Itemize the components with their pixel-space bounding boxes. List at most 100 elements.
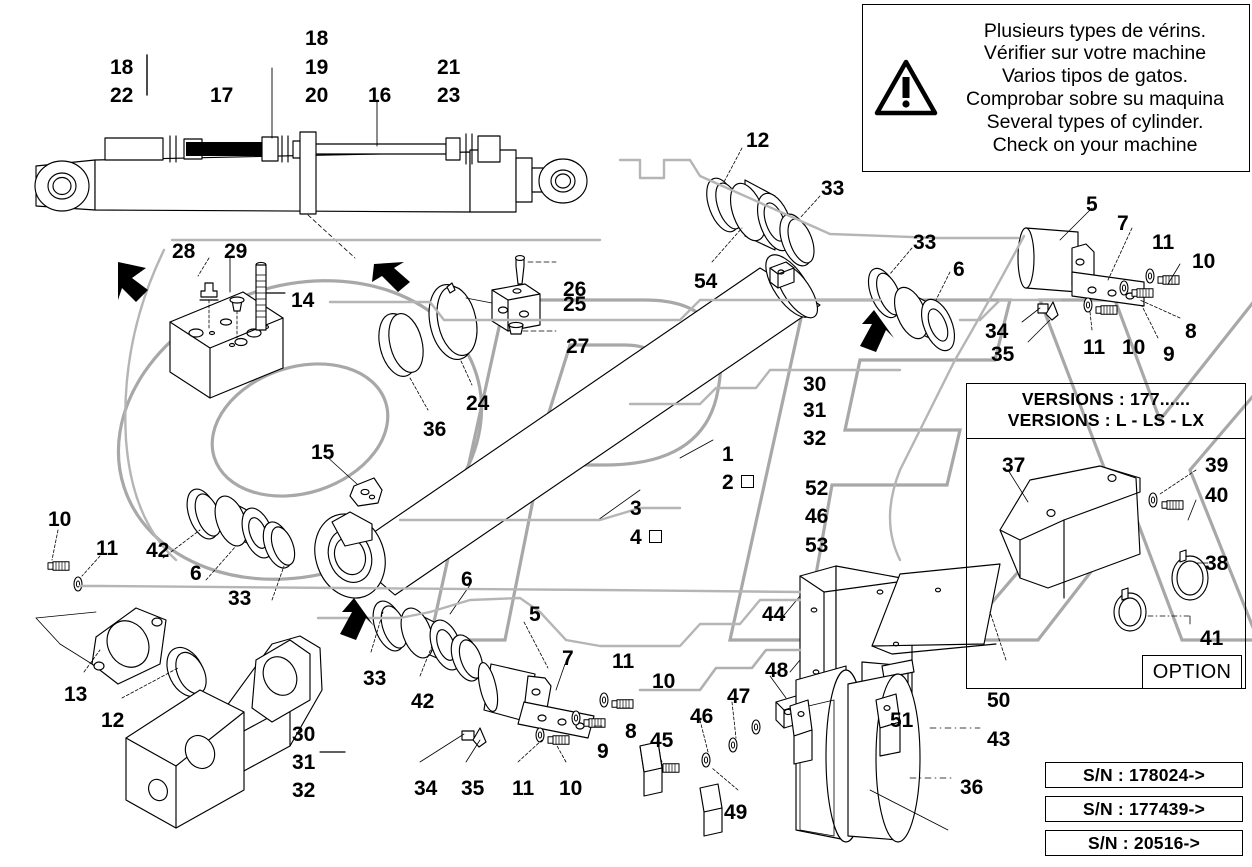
- clamp-and-valve-block: [378, 255, 557, 411]
- callout-number-33: 33: [913, 231, 937, 254]
- callout-number-5: 5: [1086, 193, 1098, 216]
- warning-line-1: Plusieurs types de vérins.: [983, 19, 1207, 42]
- callout-number-9: 9: [597, 740, 609, 763]
- callout-number-31: 31: [803, 399, 827, 422]
- callout-number-42: 42: [411, 690, 435, 713]
- callout-number-35: 35: [991, 343, 1015, 366]
- arrow-up-icon-bottom: [340, 598, 374, 640]
- callout-number-26: 26: [563, 278, 587, 301]
- callout-number-34: 34: [985, 320, 1009, 343]
- callout-number-37: 37: [1002, 454, 1026, 477]
- callout-number-48: 48: [765, 659, 789, 682]
- callout-number-28: 28: [172, 240, 196, 263]
- callout-number-40: 40: [1205, 484, 1229, 507]
- callout-number-41: 41: [1200, 627, 1224, 650]
- callout-number-33: 33: [363, 667, 387, 690]
- callout-number-17: 17: [210, 84, 234, 107]
- serial-number-box-3: S/N : 20516->: [1045, 830, 1243, 856]
- callout-number-50: 50: [987, 689, 1011, 712]
- callout-number-11: 11: [612, 650, 635, 673]
- callout-number-44: 44: [762, 603, 786, 626]
- callout-number-10: 10: [48, 508, 72, 531]
- callout-number-18: 18: [110, 56, 134, 79]
- callout-number-46: 46: [805, 505, 829, 528]
- callout-number-6: 6: [953, 258, 965, 281]
- accumulator-mount-assembly: [638, 563, 1007, 843]
- callout-number-10: 10: [1192, 250, 1216, 273]
- versions-option-box: VERSIONS : 177...... VERSIONS : L - LS -…: [966, 383, 1246, 689]
- callout-number-23: 23: [437, 84, 461, 107]
- callout-number-53: 53: [805, 534, 829, 557]
- callout-number-32: 32: [292, 779, 316, 802]
- callout-number-12: 12: [101, 709, 125, 732]
- callout-number-15: 15: [311, 441, 335, 464]
- callout-number-35: 35: [461, 777, 485, 800]
- callout-number-43: 43: [987, 728, 1011, 751]
- callout-number-54: 54: [694, 270, 718, 293]
- callout-number-21: 21: [437, 56, 461, 79]
- callout-number-45: 45: [650, 729, 674, 752]
- main-cylinder-body: [314, 254, 821, 599]
- callout-number-14: 14: [291, 289, 315, 312]
- callout-number-22: 22: [110, 84, 134, 107]
- callout-number-18: 18: [305, 27, 329, 50]
- direction-arrows: [118, 262, 894, 640]
- serial-number-box-2: S/N : 177439->: [1045, 796, 1243, 822]
- callout-number-29: 29: [224, 240, 248, 263]
- versions-line-1: VERSIONS : 177......: [1021, 389, 1191, 409]
- option-label-box: OPTION: [1142, 655, 1242, 689]
- versions-line-2: VERSIONS : L - LS - LX: [1007, 410, 1205, 431]
- callout-number-10: 10: [652, 670, 676, 693]
- callout-number-33: 33: [821, 177, 845, 200]
- callout-number-2: 2: [722, 472, 754, 493]
- callout-number-31: 31: [292, 751, 316, 774]
- callout-number-51: 51: [890, 709, 914, 732]
- manifold-block-assembly: [169, 257, 286, 399]
- arrow-down-left-icon: [118, 262, 148, 302]
- callout-number-36: 36: [423, 418, 447, 441]
- callout-number-25: 25: [563, 293, 587, 316]
- callout-number-12: 12: [746, 129, 770, 152]
- callout-number-27: 27: [566, 335, 590, 358]
- arrow-down-right-icon: [372, 262, 410, 292]
- callout-number-24: 24: [466, 392, 490, 415]
- callout-number-11: 11: [1152, 231, 1175, 254]
- callout-number-11: 11: [512, 777, 535, 800]
- warning-line-4: Comprobar sobre su maquina: [966, 88, 1224, 110]
- callout-number-9: 9: [1163, 343, 1175, 366]
- warning-line-6: Check on your machine: [992, 133, 1198, 156]
- callout-number-7: 7: [1117, 212, 1129, 235]
- callout-number-8: 8: [1185, 320, 1197, 343]
- callout-number-3: 3: [630, 497, 642, 520]
- callout-number-42: 42: [146, 539, 170, 562]
- bracket-assembly-left: [35, 488, 346, 829]
- callout-number-10: 10: [1122, 336, 1146, 359]
- warning-line-2: Vérifier sur votre machine: [983, 42, 1207, 65]
- warning-triangle-icon: [863, 59, 949, 117]
- cylinder-assembly-top: [34, 54, 588, 259]
- callout-number-19: 19: [305, 56, 329, 79]
- callout-number-32: 32: [803, 427, 827, 450]
- versions-heading: VERSIONS : 177...... VERSIONS : L - LS -…: [967, 384, 1245, 439]
- callout-number-16: 16: [368, 84, 392, 107]
- callout-number-33: 33: [228, 587, 252, 610]
- arrow-up-right-icon: [860, 310, 894, 352]
- callout-number-7: 7: [562, 647, 574, 670]
- callout-number-20: 20: [305, 84, 329, 107]
- callout-number-30: 30: [292, 723, 316, 746]
- damper-assembly-right: [1017, 207, 1181, 343]
- callout-number-4: 4: [630, 527, 662, 548]
- callout-number-47: 47: [727, 685, 751, 708]
- callout-number-11: 11: [1083, 336, 1106, 359]
- callout-number-36: 36: [960, 776, 984, 799]
- warning-text-block: Plusieurs types de vérins. Vérifier sur …: [949, 20, 1249, 157]
- warning-notice-box: Plusieurs types de vérins. Vérifier sur …: [862, 4, 1250, 172]
- bushing-stack-top: [706, 147, 956, 352]
- callout-number-8: 8: [625, 720, 637, 743]
- callout-number-1: 1: [722, 443, 734, 466]
- callout-number-6: 6: [461, 568, 473, 591]
- callout-number-5: 5: [529, 603, 541, 626]
- callout-number-49: 49: [724, 801, 748, 824]
